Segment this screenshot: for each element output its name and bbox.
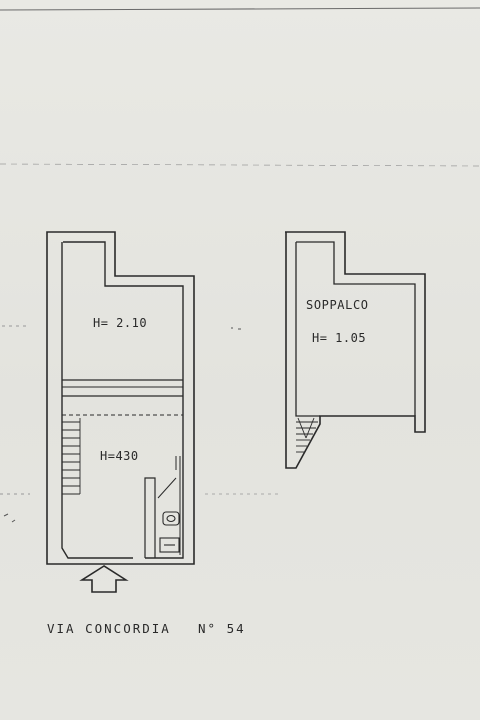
construction-line bbox=[0, 163, 480, 167]
toilet-icon bbox=[162, 511, 180, 526]
staircase-icon bbox=[296, 417, 318, 453]
scan-marks bbox=[0, 325, 280, 523]
address-street: VIA CONCORDIA bbox=[47, 621, 171, 636]
mezzanine-plan bbox=[285, 231, 426, 469]
mezzanine-title: SOPPALCO bbox=[306, 298, 369, 312]
ground-floor-inner-wall bbox=[61, 241, 184, 559]
bathroom-door-swing bbox=[157, 477, 177, 499]
ground-floor-upper-height-label: H= 2.10 bbox=[93, 316, 148, 330]
mezzanine-outer-wall bbox=[285, 231, 426, 469]
mezzanine-inner-wall bbox=[295, 241, 416, 417]
staircase-icon bbox=[61, 418, 81, 495]
mezzanine-height-label: H= 1.05 bbox=[312, 331, 367, 345]
ground-floor-plan bbox=[46, 231, 195, 593]
sink-icon bbox=[159, 537, 180, 553]
arrow-up-icon bbox=[79, 565, 129, 593]
bathroom-partition bbox=[144, 477, 156, 558]
ground-floor-outer-wall bbox=[46, 231, 195, 565]
address-number: N° 54 bbox=[198, 621, 246, 636]
page-top-edge bbox=[0, 7, 480, 11]
ground-floor-lower-height-label: H=430 bbox=[100, 449, 139, 463]
